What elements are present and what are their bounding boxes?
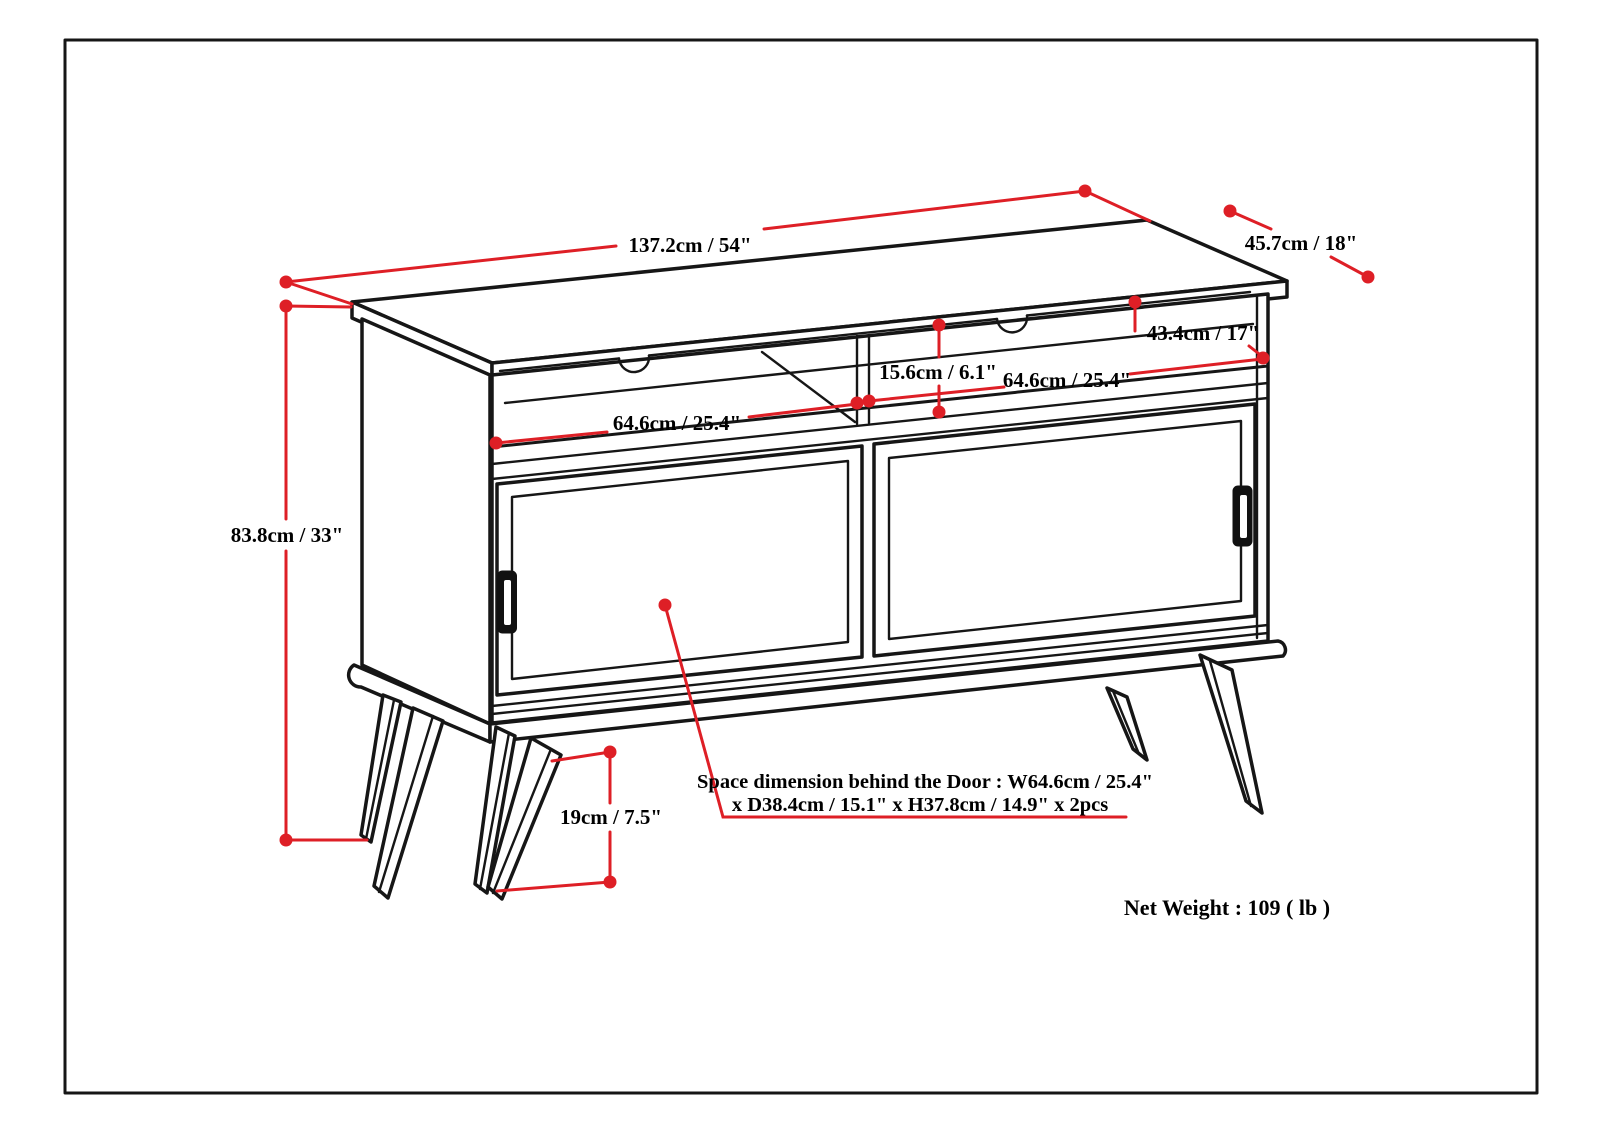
dim-shelf-height-label: 15.6cm / 6.1": [879, 360, 997, 384]
bottom-slab-left: [346, 663, 492, 744]
dim-leg-height: [495, 745, 617, 893]
right-door-handle-slot: [1240, 495, 1247, 538]
dim-shelf-width-right-label: 64.6cm / 25.4": [1003, 368, 1131, 392]
dim-shelf-width-left: [489, 396, 864, 450]
dim-shelf-width-left-label: 64.6cm / 25.4": [613, 411, 741, 435]
bottom-slab-front: [488, 639, 1288, 744]
left-door-handle-slot: [504, 580, 511, 625]
door-space-annotation-line2: x D38.4cm / 15.1" x H37.8cm / 14.9" x 2p…: [732, 794, 1108, 816]
shelf-back-edge: [503, 322, 1255, 405]
right-door: [872, 402, 1257, 658]
dim-shelf-width-right: [862, 357, 1264, 408]
shelf-rail-top: [490, 364, 1270, 449]
dim-top-depth: [1223, 204, 1375, 284]
shelf-rail-bottom: [490, 381, 1270, 466]
door-track-top: [490, 396, 1270, 481]
dim-shelf-height: [932, 318, 946, 419]
tv-stand-drawing: [346, 218, 1289, 901]
net-weight-label: Net Weight : 109 ( lb ): [1124, 895, 1330, 920]
door-space-leader: [658, 598, 1128, 819]
cable-notch-right: [995, 314, 1029, 334]
right-door-panel: [887, 419, 1243, 641]
dimension-annotations: [279, 184, 1375, 893]
dim-total-height: [279, 299, 369, 847]
legs: [359, 653, 1264, 901]
door-track-bottom-1: [490, 623, 1270, 708]
dim-total-height-label: 83.8cm / 33": [231, 523, 344, 547]
dim-leg-height-label: 19cm / 7.5": [560, 805, 662, 829]
page-border: [63, 38, 1539, 1095]
door-track-bottom-2: [490, 631, 1270, 716]
dim-top-depth-label: 45.7cm / 18": [1245, 231, 1358, 255]
dim-top-width-label: 137.2cm / 54": [628, 233, 751, 257]
body-left-panel: [360, 317, 492, 726]
dim-shelf-depth-label: 43.4cm / 17": [1147, 321, 1260, 345]
door-space-annotation-line1: Space dimension behind the Door : W64.6c…: [697, 771, 1153, 793]
cable-notch-left: [617, 354, 651, 374]
dim-top-width: [279, 184, 1152, 306]
